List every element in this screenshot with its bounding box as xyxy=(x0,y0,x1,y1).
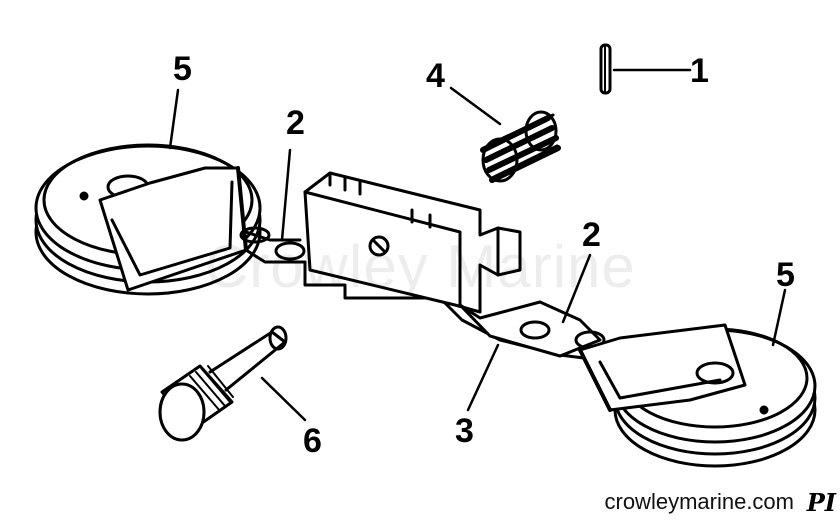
site-url: crowleymarine.com xyxy=(604,489,795,514)
pin-part xyxy=(599,43,612,95)
right-pulley-part xyxy=(578,323,817,468)
callout-1: 1 xyxy=(690,52,709,90)
watermark: Crowley Marine xyxy=(205,233,636,300)
leader-line-2-right xyxy=(561,253,592,324)
bracket-assembly-part xyxy=(239,171,606,362)
callout-2-left: 2 xyxy=(286,104,305,142)
callout-5-left: 5 xyxy=(173,50,192,88)
leader-line-3 xyxy=(466,343,500,412)
spring-part xyxy=(480,110,561,183)
knob-part xyxy=(158,325,288,442)
callout-6: 6 xyxy=(303,422,322,460)
leader-line-5-left xyxy=(168,88,180,150)
reference-mark: PI xyxy=(806,488,836,517)
callout-3: 3 xyxy=(455,412,474,450)
left-pulley-part xyxy=(34,143,262,296)
leader-line-2-left xyxy=(280,148,292,242)
callout-5-right: 5 xyxy=(776,256,795,294)
leader-line-6 xyxy=(260,376,307,422)
leader-line-4 xyxy=(449,86,502,126)
callout-4: 4 xyxy=(426,57,445,95)
callout-2-right: 2 xyxy=(582,216,601,254)
leader-line-5-right xyxy=(771,288,787,347)
